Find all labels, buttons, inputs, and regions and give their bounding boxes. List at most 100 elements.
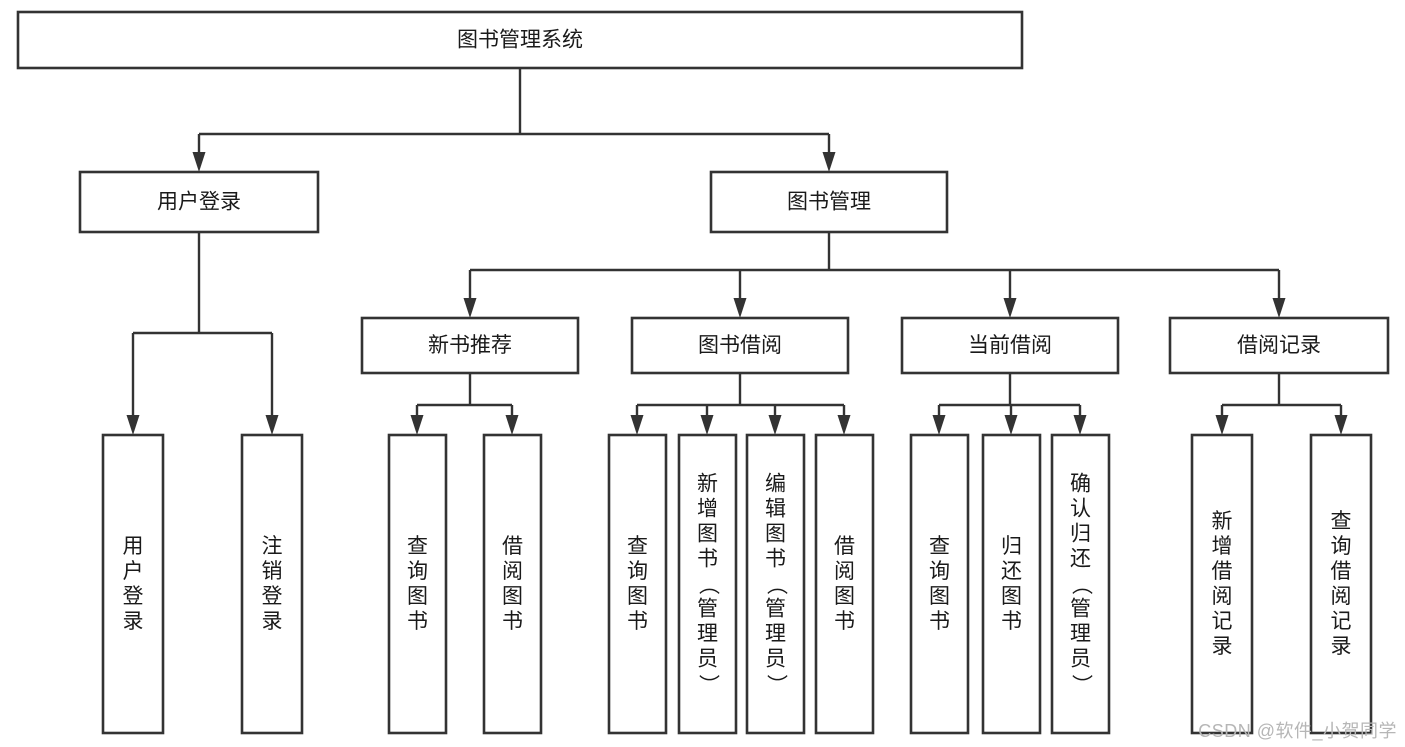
node-label-leaf-query-book-2: 询 [627, 560, 648, 583]
node-box-book-borrow[interactable] [630, 316, 850, 375]
node-root[interactable]: 图书管理系统 [16, 10, 1024, 70]
arrowhead [700, 415, 714, 435]
node-label-leaf-add-record: 阅 [1212, 585, 1233, 608]
node-label-leaf-confirm-return: 员 [1070, 648, 1091, 671]
node-box-leaf-return-book[interactable] [981, 433, 1042, 735]
node-label-leaf-user-login: 录 [123, 610, 144, 633]
node-label-leaf-logout: 销 [262, 560, 283, 583]
node-box-leaf-add-record[interactable] [1190, 433, 1254, 735]
node-label-leaf-add-book: 新 [697, 473, 718, 496]
node-label-leaf-query-book-1: 书 [407, 610, 428, 633]
node-box-current-borrow[interactable] [900, 316, 1120, 375]
node-book-manage[interactable]: 图书管理 [709, 170, 949, 234]
node-label-book-borrow: 图书借阅 [698, 334, 782, 357]
node-user-login[interactable]: 用户登录 [78, 170, 320, 234]
node-label-leaf-query-book-1: 图 [407, 585, 428, 608]
arrowhead [463, 298, 477, 318]
node-box-leaf-borrow-book-2[interactable] [814, 433, 875, 735]
arrowhead [192, 152, 206, 172]
node-label-leaf-borrow-book-2: 书 [834, 610, 855, 633]
node-box-leaf-logout[interactable] [240, 433, 304, 735]
arrowhead [126, 415, 140, 435]
node-label-leaf-return-book: 图 [1001, 585, 1022, 608]
node-label-borrow-record: 借阅记录 [1237, 334, 1321, 357]
node-box-leaf-query-record[interactable] [1309, 433, 1373, 735]
node-label-leaf-add-record: 增 [1212, 535, 1233, 558]
arrowhead [505, 415, 519, 435]
node-label-leaf-confirm-return: 理 [1070, 623, 1091, 646]
node-label-leaf-edit-book: 辑 [765, 498, 786, 521]
node-box-leaf-query-book-1[interactable] [387, 433, 448, 735]
node-label-leaf-logout: 注 [262, 535, 283, 558]
node-label-leaf-user-login: 户 [123, 560, 144, 583]
node-current-borrow[interactable]: 当前借阅 [900, 316, 1120, 375]
node-label-leaf-query-record: 录 [1331, 635, 1352, 658]
node-label-leaf-query-record: 记 [1331, 610, 1352, 633]
node-label-leaf-logout: 录 [262, 610, 283, 633]
node-borrow-record[interactable]: 借阅记录 [1168, 316, 1390, 375]
node-box-root[interactable] [16, 10, 1024, 70]
node-box-leaf-query-book-3[interactable] [909, 433, 970, 735]
node-label-leaf-add-book: 理 [697, 623, 718, 646]
node-box-borrow-record[interactable] [1168, 316, 1390, 375]
arrowhead [1334, 415, 1348, 435]
node-label-leaf-query-record: 查 [1331, 510, 1352, 533]
node-new-book-recommend[interactable]: 新书推荐 [360, 316, 580, 375]
node-box-leaf-add-book[interactable] [677, 433, 738, 735]
node-layer: 图书管理系统用户登录图书管理新书推荐图书借阅当前借阅借阅记录用户登录注销登录查询… [16, 10, 1390, 735]
arrowhead [1003, 298, 1017, 318]
node-label-leaf-add-record: 借 [1212, 560, 1233, 583]
arrowhead [822, 152, 836, 172]
node-label-leaf-add-book: 管 [697, 598, 718, 621]
node-label-leaf-confirm-return: 管 [1070, 598, 1091, 621]
node-label-leaf-return-book: 归 [1001, 535, 1022, 558]
node-label-leaf-query-book-1: 询 [407, 560, 428, 583]
arrowhead [768, 415, 782, 435]
node-box-leaf-query-book-2[interactable] [607, 433, 668, 735]
node-label-leaf-user-login: 登 [123, 585, 144, 608]
node-box-user-login[interactable] [78, 170, 320, 234]
node-box-book-manage[interactable] [709, 170, 949, 234]
node-box-new-book-recommend[interactable] [360, 316, 580, 375]
node-box-leaf-user-login[interactable] [101, 433, 165, 735]
node-label-leaf-logout: 登 [262, 585, 283, 608]
node-label-leaf-return-book: 还 [1001, 560, 1022, 583]
node-label-leaf-borrow-book-2: 阅 [834, 560, 855, 583]
node-label-book-manage: 图书管理 [787, 191, 871, 214]
node-book-borrow[interactable]: 图书借阅 [630, 316, 850, 375]
node-label-new-book-recommend: 新书推荐 [428, 334, 512, 357]
node-box-leaf-confirm-return[interactable] [1050, 433, 1111, 735]
node-label-leaf-query-record: 借 [1331, 560, 1352, 583]
node-label-leaf-edit-book: 图 [765, 523, 786, 546]
node-label-leaf-add-record: 记 [1212, 610, 1233, 633]
arrowhead [630, 415, 644, 435]
arrowhead [837, 415, 851, 435]
node-label-leaf-confirm-return: （ [1070, 574, 1093, 595]
arrowhead [733, 298, 747, 318]
node-label-leaf-add-book: 员 [697, 648, 718, 671]
node-box-leaf-edit-book[interactable] [745, 433, 806, 735]
connector-layer [126, 68, 1348, 435]
arrowhead [1073, 415, 1087, 435]
node-box-leaf-borrow-book-1[interactable] [482, 433, 543, 735]
node-label-leaf-user-login: 用 [123, 535, 144, 558]
node-label-leaf-borrow-book-2: 借 [834, 535, 855, 558]
node-label-leaf-edit-book: 理 [765, 623, 786, 646]
node-label-leaf-confirm-return: 认 [1070, 498, 1091, 521]
node-label-leaf-query-book-2: 查 [627, 535, 648, 558]
node-leaf-user-login[interactable]: 用户登录 [101, 433, 165, 735]
node-label-leaf-query-book-3: 查 [929, 535, 950, 558]
